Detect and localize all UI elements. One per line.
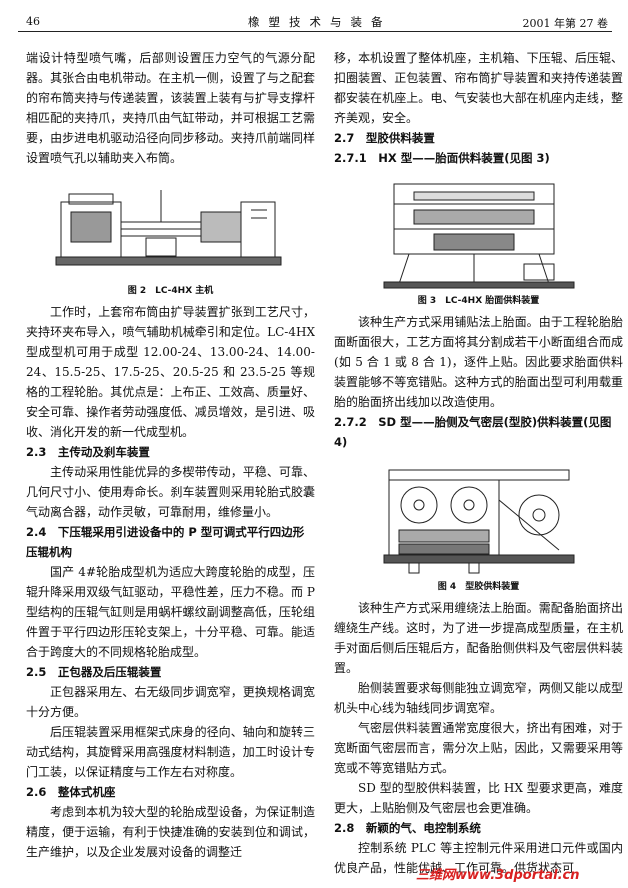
section-heading-2-7-1: 2.7.1 HX 型——胎面供料装置(见图 3)	[334, 151, 550, 165]
page-number: 46	[26, 15, 40, 28]
paragraph: 控制系统 PLC 等主控制元件采用进口元件或国内优良产品，性能优越、工作可靠。供…	[334, 841, 623, 875]
section-heading-2-3: 2.3 主传动及刹车装置	[26, 445, 150, 459]
right-column: 移，本机设置了整体机座，主机箱、下压辊、后压辊、扣圈装置、正包装置、帘布筒扩导装…	[334, 48, 623, 878]
paragraph: 考虑到本机为较大型的轮胎成型设备，为保证制造精度，便于运输，有利于快捷准确的安装…	[26, 805, 315, 859]
section-heading-2-5: 2.5 正包器及后压辊装置	[26, 665, 162, 679]
figure-3-tread-feeder	[383, 183, 574, 289]
paragraph: 移，本机设置了整体机座，主机箱、下压辊、后压辊、扣圈装置、正包装置、帘布筒扩导装…	[334, 51, 623, 125]
journal-title: 橡塑技术与装备	[248, 15, 392, 29]
section-heading-2-7-2: 2.7.2 SD 型——胎侧及气密层(型胶)供料装置(见图 4)	[334, 415, 612, 449]
paragraph: 工作时，上套帘布筒由扩导装置扩张到工艺尺寸，夹持环夹布导入，喷气辅助机械牵引和定…	[26, 305, 315, 439]
figure-4-caption: 图 4 型胶供料装置	[437, 582, 520, 592]
section-heading-2-8: 2.8 新颖的气、电控制系统	[334, 821, 481, 835]
section-heading-2-4: 2.4 下压辊采用引进设备中的 P 型可调式平行四边形压辊机构	[26, 525, 305, 559]
paragraph: 主传动采用性能优异的多楔带传动，平稳、可靠、几何尺寸小、使用寿命长。刹车装置则采…	[26, 465, 315, 519]
issue-info: 2001 年第 27 卷	[522, 17, 608, 30]
site-watermark: 三维网www.3dportal.cn	[416, 868, 580, 883]
paragraph: 气密层供料装置通常宽度很大，挤出有困难，对于宽断面气密层而言，需分次上贴，因此，…	[334, 721, 623, 775]
paragraph: 该种生产方式采用缠绕法上胎面。需配备胎面挤出缠绕生产线。这时，为了进一步提高成型…	[334, 601, 623, 675]
figure-2-main-machine	[55, 190, 281, 266]
left-column: 端设计特型喷气嘴，后部则设置压力空气的气源分配器。其张合由电机带动。在主机一侧，…	[26, 48, 315, 862]
paragraph: 正包器采用左、右无级同步调宽窄，更换规格调宽十分方便。	[26, 685, 315, 719]
figure-3-caption: 图 3 LC-4HX 胎面供料装置	[417, 296, 540, 306]
figure-4-profile-feeder	[383, 469, 574, 574]
section-heading-2-7: 2.7 型胶供料装置	[334, 131, 435, 145]
page-header: 46 橡塑技术与装备 2001 年第 27 卷	[18, 10, 612, 32]
figure-2-caption: 图 2 LC-4HX 主机	[127, 286, 214, 296]
paragraph: SD 型的型胶供料装置，比 HX 型要求更高，难度更大，上贴胎侧及气密层也会更准…	[334, 781, 623, 815]
paragraph: 国产 4#轮胎成型机为适应大跨度轮胎的成型，压辊升降采用双级气缸驱动，平稳性差，…	[26, 565, 315, 659]
paragraph: 胎侧装置要求每侧能独立调宽窄，两侧又能以成型机头中心线为轴线同步调宽窄。	[334, 681, 623, 715]
section-heading-2-6: 2.6 整体式机座	[26, 785, 116, 799]
paragraph: 后压辊装置采用框架式床身的径向、轴向和旋转三动式结构，其旋臂采用高强度材料制造，…	[26, 725, 315, 779]
paragraph: 该种生产方式采用铺贴法上胎面。由于工程轮胎胎面断面很大，工艺方面将其分割成若干小…	[334, 315, 623, 409]
paragraph: 端设计特型喷气嘴，后部则设置压力空气的气源分配器。其张合由电机带动。在主机一侧，…	[26, 51, 315, 165]
